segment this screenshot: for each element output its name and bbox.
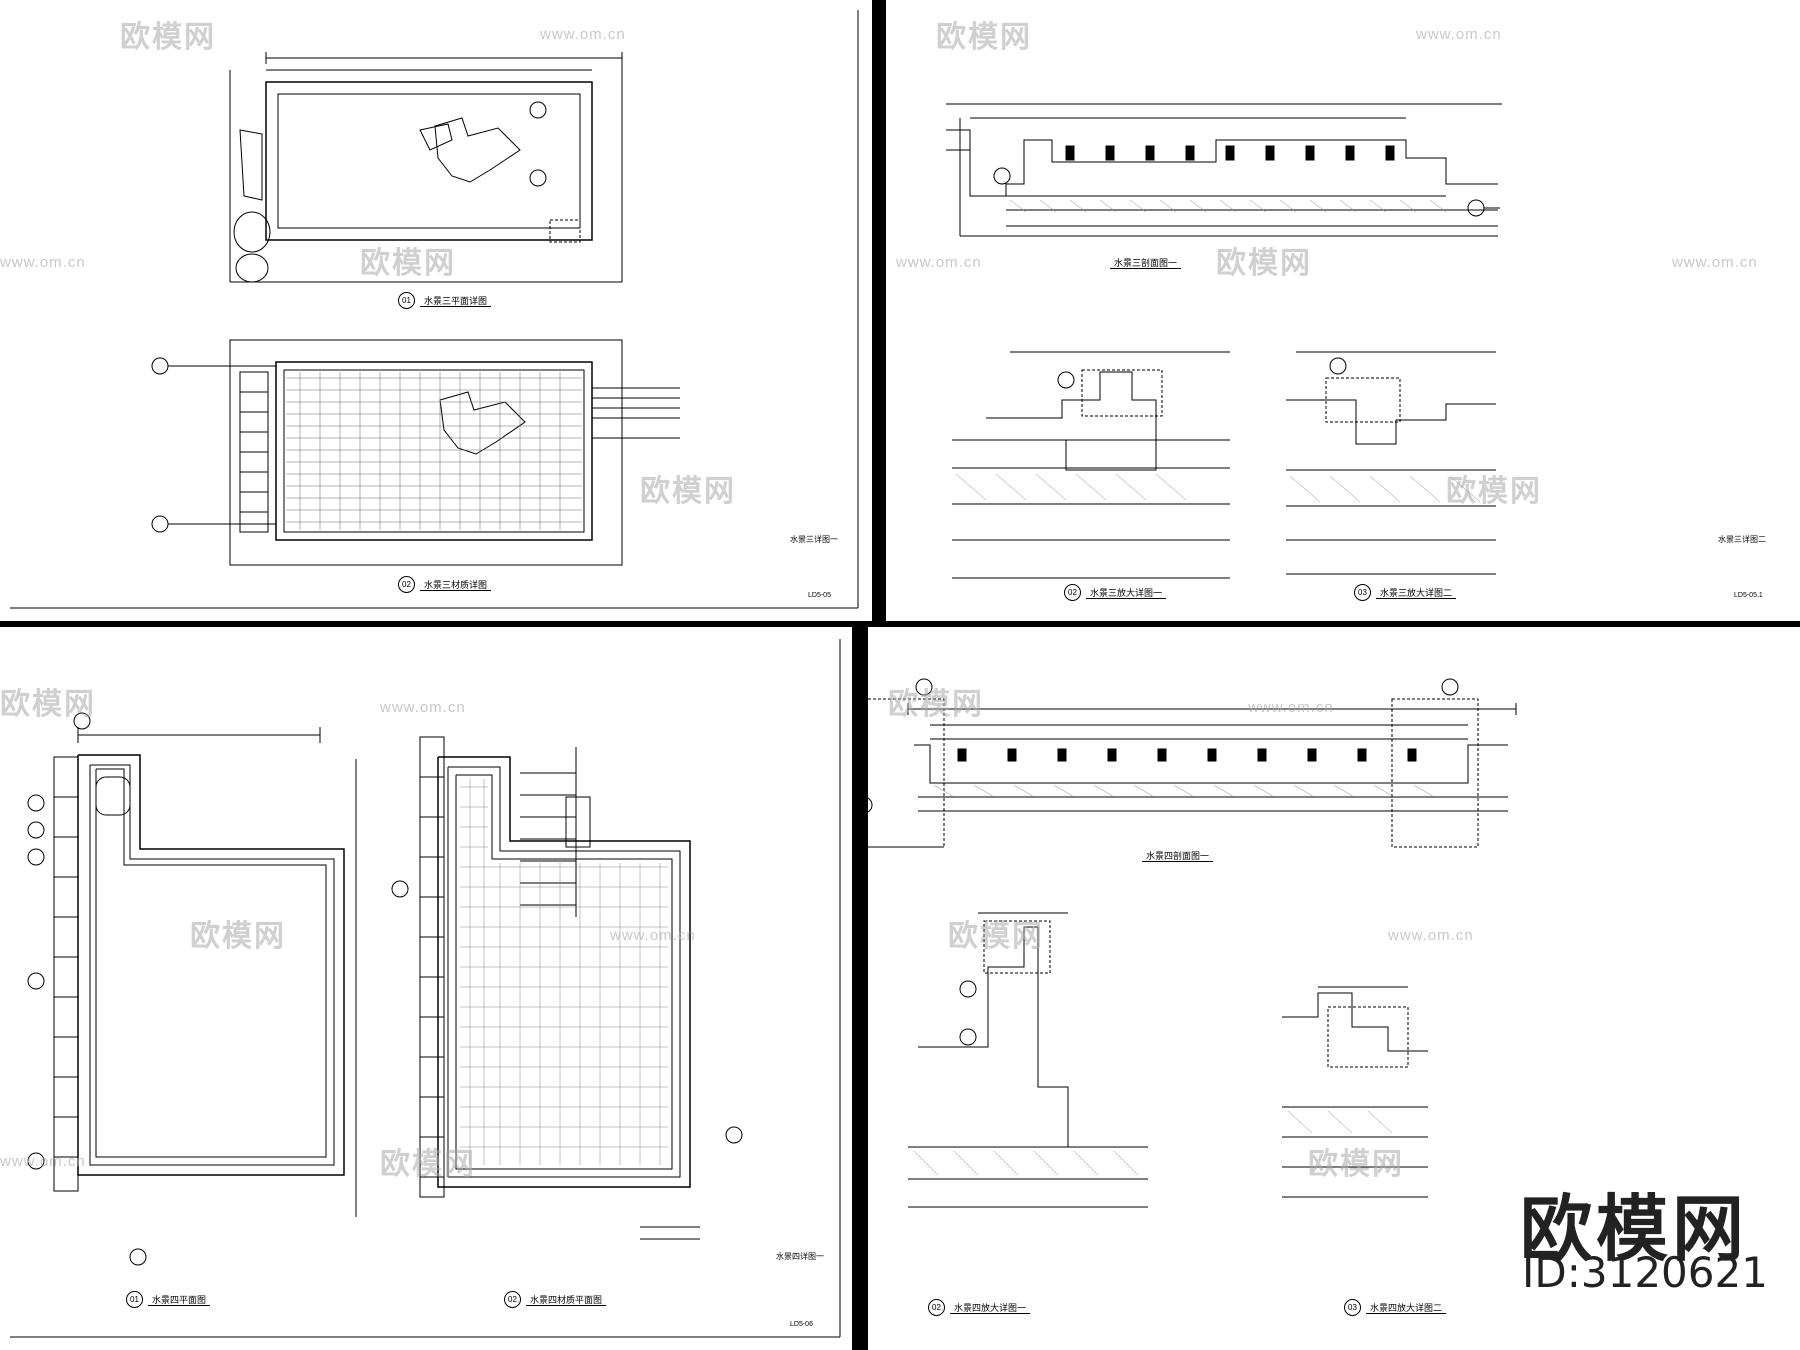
watermark-url: www.om.cn [1672,254,1758,271]
drawing-sheet-d: 水景四剖面图一 02 水景四放大详图一 03 水景四放大详图二 欧模网 www.om… [868,627,1800,1350]
drawing-name-d3: 水景四放大详图二 [1366,1303,1447,1314]
drawing-title-b2: 02 水景三放大详图一 [1064,584,1167,601]
drawing-title-b3: 03 水景三放大详图二 [1354,584,1457,601]
watermark-brand: 欧模网 [0,688,96,721]
watermark-brand: 欧模网 [190,920,286,953]
drawing-number-a2: 02 [398,576,415,593]
drawing-sheet-b: 水景三剖面图一 02 水景三放大详图一 03 水景三放大详图二 水景三详图二 LD5… [886,0,1800,621]
drawing-name-c1: 水景四平面图 [148,1295,211,1306]
watermark-brand: 欧模网 [888,688,984,721]
watermark-brand: 欧模网 [640,475,736,508]
drawing-title-a2: 02 水景三材质详图 [398,576,492,593]
watermark-url: www.om.cn [380,699,466,716]
drawing-name-b2: 水景三放大详图一 [1086,588,1167,599]
drawing-title-c2: 02 水景四材质平面图 [504,1291,607,1308]
stamp-logo: 欧模网 [1520,1187,1749,1271]
drawing-sheet-a: 01 水景三平面详图 02 水景三材质详图 水景三详图一 LD5-05 欧模网 ww… [0,0,872,621]
drawing-title-d1: 水景四剖面图一 [1142,849,1214,862]
drawing-number-d3: 03 [1344,1299,1361,1316]
drawing-number-c1: 01 [126,1291,143,1308]
sheet-code-c: LD5-06 [790,1321,813,1328]
drawing-title-b1: 水景三剖面图一 [1110,256,1182,269]
sheet-a-linework [10,10,859,609]
stamp-id: ID:3120621 [1522,1248,1768,1297]
watermark-brand: 欧模网 [360,247,456,280]
watermark-url: www.om.cn [0,1153,86,1170]
drawing-title-a1: 01 水景三平面详图 [398,292,492,309]
sheet-b-linework [946,103,1502,579]
sheet-d-linework [868,678,1517,1208]
drawing-title-d2: 02 水景四放大详图一 [928,1299,1031,1316]
drawing-number-a1: 01 [398,292,415,309]
sheet-title-a: 水景三详图一 [790,535,838,544]
sheet-code-a: LD5-05 [808,592,831,599]
watermark-url: www.om.cn [540,26,626,43]
drawing-name-b3: 水景三放大详图二 [1376,588,1457,599]
drawing-sheet-c: 01 水景四平面图 02 水景四材质平面图 水景四详图一 LD5-06 欧模网 ww… [0,627,852,1350]
sheet-title-b: 水景三详图二 [1718,535,1766,544]
watermark-url: www.om.cn [1388,927,1474,944]
watermark-brand: 欧模网 [1308,1148,1404,1181]
drawing-title-c1: 01 水景四平面图 [126,1291,211,1308]
drawing-name-b1: 水景三剖面图一 [1110,258,1182,269]
drawing-name-d1: 水景四剖面图一 [1142,851,1214,862]
drawing-name-a2: 水景三材质详图 [420,580,492,591]
drawing-name-d2: 水景四放大详图一 [950,1303,1031,1314]
sheet-title-c: 水景四详图一 [776,1252,824,1261]
drawing-number-d2: 02 [928,1299,945,1316]
watermark-brand: 欧模网 [120,21,216,54]
watermark-brand: 欧模网 [1446,475,1542,508]
watermark-url: www.om.cn [610,927,696,944]
sheet-c-linework [10,639,841,1338]
watermark-brand: 欧模网 [380,1148,476,1181]
drawing-name-c2: 水景四材质平面图 [526,1295,607,1306]
watermark-brand: 欧模网 [948,920,1044,953]
drawing-title-d3: 03 水景四放大详图二 [1344,1299,1447,1316]
watermark-brand: 欧模网 [1216,247,1312,280]
watermark-url: www.om.cn [0,254,86,271]
watermark-brand: 欧模网 [936,21,1032,54]
watermark-url: www.om.cn [1248,699,1334,716]
drawing-number-b2: 02 [1064,584,1081,601]
drawing-name-a1: 水景三平面详图 [420,296,492,307]
watermark-url: www.om.cn [896,254,982,271]
watermark-url: www.om.cn [1416,26,1502,43]
drawing-number-c2: 02 [504,1291,521,1308]
sheet-code-b: LD5-05.1 [1734,592,1763,599]
drawing-number-b3: 03 [1354,584,1371,601]
